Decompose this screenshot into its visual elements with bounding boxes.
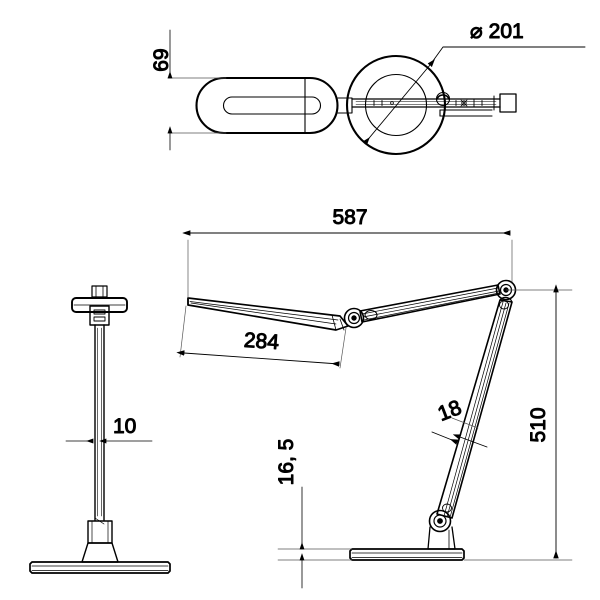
stand-head xyxy=(71,285,128,326)
side-upper-arm xyxy=(359,284,501,323)
side-base-joint xyxy=(427,509,456,550)
top-view-head: 69 ⌀ 201 xyxy=(150,20,586,156)
side-elbow-joint-lower xyxy=(343,307,365,329)
dimension-head-length: 284 xyxy=(176,305,347,369)
front-view-stand: 10 xyxy=(29,285,171,574)
dimension-overall-height: 510 xyxy=(463,284,573,561)
dimension-head-depth: 69 xyxy=(150,29,227,151)
side-view-extended: 587 284 18 16, 5 510 xyxy=(176,206,573,589)
side-lamp-head xyxy=(187,297,349,331)
dimension-head-depth-text: 69 xyxy=(150,48,173,71)
diameter-symbol: ⌀ xyxy=(470,20,483,43)
stand-base-plate xyxy=(29,561,171,574)
stand-lower-joint xyxy=(81,520,119,563)
ring-base-plan xyxy=(345,54,451,156)
dimension-base-diameter: ⌀ 201 xyxy=(362,20,586,146)
stand-stem xyxy=(94,324,105,525)
dimension-stem-width: 10 xyxy=(65,415,153,444)
dimension-overall-reach: 587 xyxy=(182,206,513,299)
dimension-overall-height-text: 510 xyxy=(527,407,550,442)
dimension-overall-reach-text: 587 xyxy=(332,206,367,229)
lamp-arm-plan xyxy=(351,93,517,117)
dimension-base-height: 16, 5 xyxy=(275,438,353,589)
dimension-base-diameter-text: ⌀ 201 xyxy=(470,20,524,43)
dimension-base-height-text: 16, 5 xyxy=(275,439,298,486)
dimension-base-diameter-value: 201 xyxy=(489,20,524,43)
dimension-head-length-text: 284 xyxy=(243,329,280,354)
side-base-plate xyxy=(349,548,465,561)
dimension-stem-width-text: 10 xyxy=(113,415,136,438)
lamp-head-plan xyxy=(195,76,353,135)
